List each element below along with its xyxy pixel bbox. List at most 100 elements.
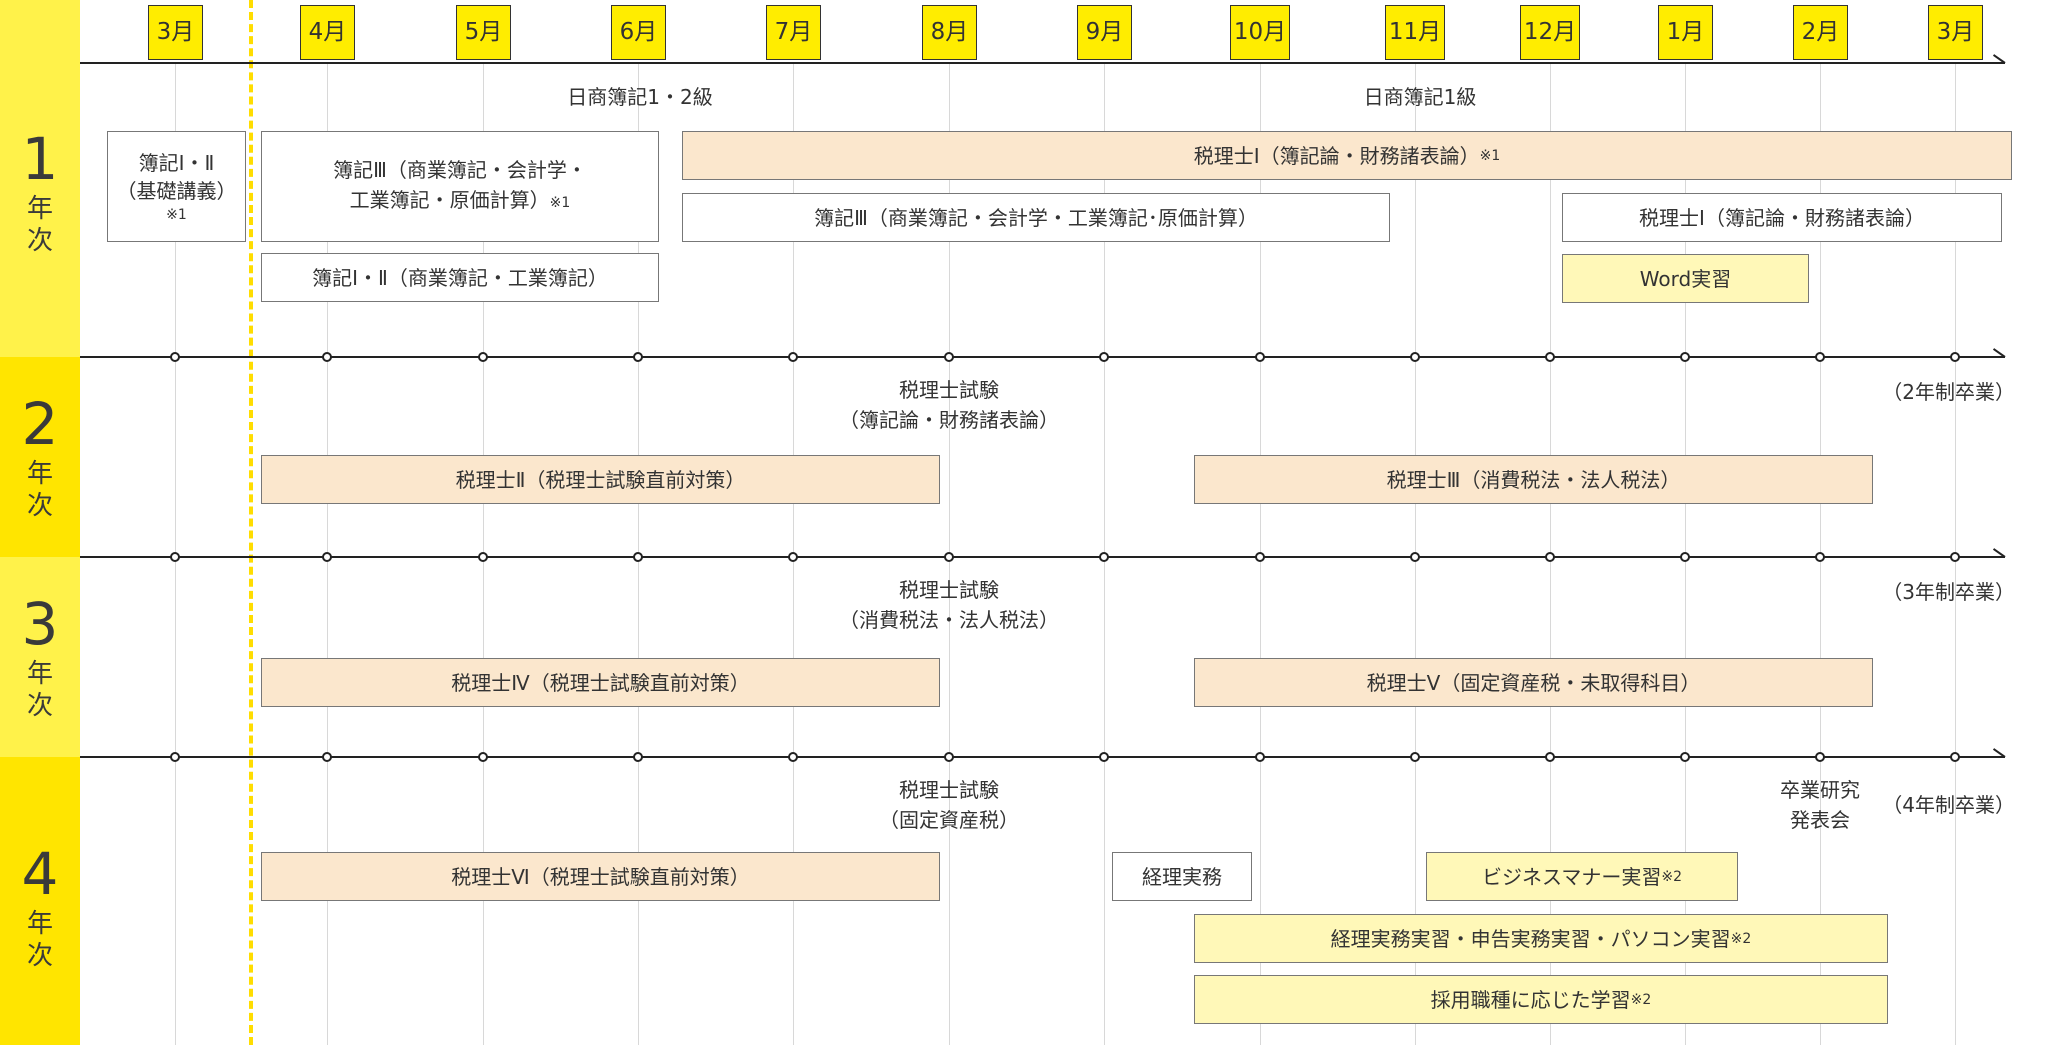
year-band-2 bbox=[0, 357, 80, 557]
timeline-dot bbox=[944, 752, 954, 762]
timeline-dot bbox=[1545, 552, 1555, 562]
course-keiri-jitsumu: 経理実務 bbox=[1112, 852, 1252, 901]
year-band-3 bbox=[0, 557, 80, 757]
timeline-dot bbox=[1410, 552, 1420, 562]
month-header: 5月 bbox=[456, 5, 511, 60]
year-band-1 bbox=[0, 0, 80, 357]
footnote-mark: ※2 bbox=[1661, 868, 1683, 885]
timeline-dot bbox=[1255, 352, 1265, 362]
graduation-presentation-line2: 発表会 bbox=[1790, 808, 1850, 832]
year-band-4 bbox=[0, 757, 80, 1045]
timeline-dot bbox=[1815, 752, 1825, 762]
course-zeirishi-4: 税理士Ⅳ（税理士試験直前対策） bbox=[261, 658, 940, 707]
timeline-dot bbox=[478, 752, 488, 762]
timeline-dot bbox=[1545, 352, 1555, 362]
month-header: 10月 bbox=[1230, 5, 1290, 60]
timeline-dot bbox=[322, 752, 332, 762]
course-zeirishi-5: 税理士Ⅴ（固定資産税・未取得科目） bbox=[1194, 658, 1873, 707]
course-zeirishi-1-top-label: 税理士Ⅰ（簿記論・財務諸表論） bbox=[1193, 143, 1480, 168]
year-label-3-b: 次 bbox=[26, 691, 53, 721]
year-label-4-a: 年 bbox=[26, 909, 53, 939]
timeline-dot bbox=[633, 352, 643, 362]
timeline-dot bbox=[1680, 752, 1690, 762]
course-zeirishi-1-top: 税理士Ⅰ（簿記論・財務諸表論）※1 bbox=[682, 131, 2012, 180]
graduation-3-year: （3年制卒業） bbox=[1882, 580, 2015, 604]
course-business-manner-label: ビジネスマナー実習 bbox=[1481, 864, 1662, 889]
course-job-study: 採用職種に応じた学習※2 bbox=[1194, 975, 1888, 1024]
exam-label-year2-line1: 税理士試験 bbox=[899, 378, 999, 402]
timeline-dot bbox=[788, 352, 798, 362]
graduation-4-year: （4年制卒業） bbox=[1882, 793, 2015, 817]
timeline-dot bbox=[788, 552, 798, 562]
course-zeirishi-3: 税理士Ⅲ（消費税法・法人税法） bbox=[1194, 455, 1873, 504]
timeline-dot bbox=[322, 352, 332, 362]
year-label-1-a: 年 bbox=[26, 194, 53, 224]
month-header: 7月 bbox=[766, 5, 821, 60]
timeline-dot bbox=[1680, 552, 1690, 562]
timeline-dot bbox=[1255, 752, 1265, 762]
timeline-3 bbox=[80, 756, 2005, 758]
timeline-1 bbox=[80, 356, 2005, 358]
timeline-dot bbox=[1255, 552, 1265, 562]
month-header: 11月 bbox=[1385, 5, 1445, 60]
course-boki-intro: 簿記Ⅰ・Ⅱ （基礎講義） ※1 bbox=[107, 131, 246, 242]
timeline-dot bbox=[944, 552, 954, 562]
timeline-top bbox=[80, 62, 2005, 64]
course-boki-3-long: 簿記Ⅲ（商業簿記・会計学・工業簿記･原価計算） bbox=[682, 193, 1390, 242]
month-header: 2月 bbox=[1793, 5, 1848, 60]
timeline-dot bbox=[1545, 752, 1555, 762]
footnote-mark: ※2 bbox=[1630, 991, 1652, 1008]
timeline-dot bbox=[322, 552, 332, 562]
timeline-dot bbox=[1410, 352, 1420, 362]
course-boki-1-2: 簿記Ⅰ・Ⅱ（商業簿記・工業簿記） bbox=[261, 253, 659, 302]
year-label-2-b: 次 bbox=[26, 491, 53, 521]
timeline-dot bbox=[633, 552, 643, 562]
exam-label-year2-line2: （簿記論・財務諸表論） bbox=[839, 408, 1059, 432]
timeline-dot bbox=[1950, 752, 1960, 762]
timeline-dot bbox=[1099, 552, 1109, 562]
timeline-dot bbox=[633, 752, 643, 762]
timeline-dot bbox=[1815, 552, 1825, 562]
year-number-3: 3 bbox=[21, 590, 59, 658]
month-header: 3月 bbox=[148, 5, 203, 60]
course-boki-3-line2: 工業簿記・原価計算） bbox=[349, 188, 550, 212]
timeline-dot bbox=[1410, 752, 1420, 762]
course-practice: 経理実務実習・申告実務実習・パソコン実習※2 bbox=[1194, 914, 1888, 963]
course-business-manner: ビジネスマナー実習※2 bbox=[1426, 852, 1738, 901]
course-zeirishi-6: 税理士Ⅵ（税理士試験直前対策） bbox=[261, 852, 940, 901]
graduation-2-year: （2年制卒業） bbox=[1882, 380, 2015, 404]
exam-label-boki-1: 日商簿記1級 bbox=[1363, 85, 1477, 109]
month-header: 1月 bbox=[1658, 5, 1713, 60]
month-header: 3月 bbox=[1928, 5, 1983, 60]
footnote-mark: ※1 bbox=[549, 195, 571, 211]
course-boki-intro-line1: 簿記Ⅰ・Ⅱ bbox=[138, 150, 215, 175]
timeline-dot bbox=[1950, 352, 1960, 362]
timeline-2 bbox=[80, 556, 2005, 558]
month-header: 9月 bbox=[1077, 5, 1132, 60]
timeline-dot bbox=[1099, 752, 1109, 762]
timeline-dot bbox=[944, 352, 954, 362]
exam-label-year4-line2: （固定資産税） bbox=[879, 808, 1019, 832]
timeline-dot bbox=[170, 552, 180, 562]
course-word-practice: Word実習 bbox=[1562, 254, 1809, 303]
timeline-dot bbox=[788, 752, 798, 762]
month-header: 12月 bbox=[1520, 5, 1580, 60]
exam-label-year3-line2: （消費税法・法人税法） bbox=[839, 608, 1059, 632]
timeline-dot bbox=[478, 552, 488, 562]
year-label-4-b: 次 bbox=[26, 941, 53, 971]
course-job-study-label: 採用職種に応じた学習 bbox=[1430, 987, 1631, 1012]
course-boki-3-line1: 簿記Ⅲ（商業簿記・会計学・ bbox=[333, 158, 587, 182]
course-zeirishi-2: 税理士Ⅱ（税理士試験直前対策） bbox=[261, 455, 940, 504]
exam-label-year4-line1: 税理士試験 bbox=[899, 778, 999, 802]
course-boki-3-line2-wrap: 工業簿記・原価計算）※1 bbox=[350, 185, 571, 218]
year-number-1: 1 bbox=[21, 125, 59, 193]
course-zeirishi-1-right: 税理士Ⅰ（簿記論・財務諸表論） bbox=[1562, 193, 2002, 242]
footnote-mark: ※2 bbox=[1730, 930, 1752, 947]
year-number-2: 2 bbox=[21, 390, 59, 458]
timeline-dot bbox=[170, 752, 180, 762]
year-label-3-a: 年 bbox=[26, 659, 53, 689]
year-label-2-a: 年 bbox=[26, 459, 53, 489]
month-header: 6月 bbox=[611, 5, 666, 60]
year-label-1-b: 次 bbox=[26, 226, 53, 256]
course-boki-3: 簿記Ⅲ（商業簿記・会計学・ 工業簿記・原価計算）※1 bbox=[261, 131, 659, 242]
